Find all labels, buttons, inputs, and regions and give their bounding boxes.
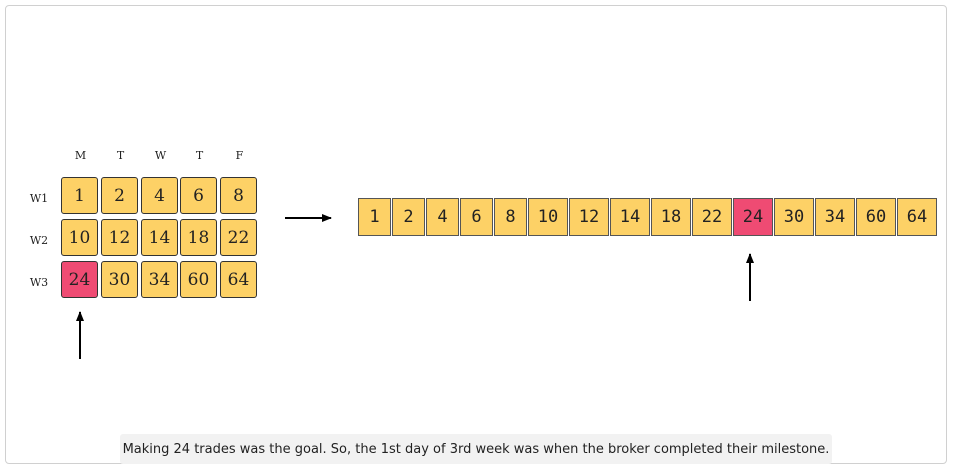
sequence-cell: 18 [651, 198, 691, 236]
day-label: F [235, 149, 244, 162]
grid-cell: 6 [180, 177, 217, 214]
grid-cell-highlighted: 24 [61, 261, 98, 298]
day-label: T [116, 149, 125, 162]
sequence-cell: 10 [528, 198, 568, 236]
grid-cell: 12 [101, 219, 138, 256]
sequence-cell: 60 [856, 198, 896, 236]
day-label: W [154, 149, 167, 162]
sequence-cell: 1 [358, 198, 391, 236]
week-label: W2 [29, 234, 49, 247]
sequence-cell: 6 [460, 198, 493, 236]
sequence-cell: 34 [815, 198, 855, 236]
sequence-cell: 2 [392, 198, 425, 236]
sequence-cell: 30 [774, 198, 814, 236]
grid-cell: 34 [141, 261, 178, 298]
grid-cell: 60 [180, 261, 217, 298]
grid-cell: 22 [220, 219, 257, 256]
sequence-cell-highlighted: 24 [733, 198, 773, 236]
grid-cell: 4 [141, 177, 178, 214]
grid-cell: 18 [180, 219, 217, 256]
grid-cell: 30 [101, 261, 138, 298]
sequence-cell: 12 [569, 198, 609, 236]
grid-cell: 1 [61, 177, 98, 214]
grid-cell: 2 [101, 177, 138, 214]
week-label: W1 [29, 192, 49, 205]
sequence-cell: 64 [897, 198, 937, 236]
day-label: T [195, 149, 204, 162]
grid-cell: 8 [220, 177, 257, 214]
week-label: W3 [29, 276, 49, 289]
grid-cell: 10 [61, 219, 98, 256]
sequence-cell: 22 [692, 198, 732, 236]
day-label: M [74, 149, 87, 162]
sequence-cell: 14 [610, 198, 650, 236]
grid-cell: 64 [220, 261, 257, 298]
caption: Making 24 trades was the goal. So, the 1… [120, 434, 832, 464]
sequence-cell: 8 [494, 198, 527, 236]
grid-cell: 14 [141, 219, 178, 256]
sequence-cell: 4 [426, 198, 459, 236]
